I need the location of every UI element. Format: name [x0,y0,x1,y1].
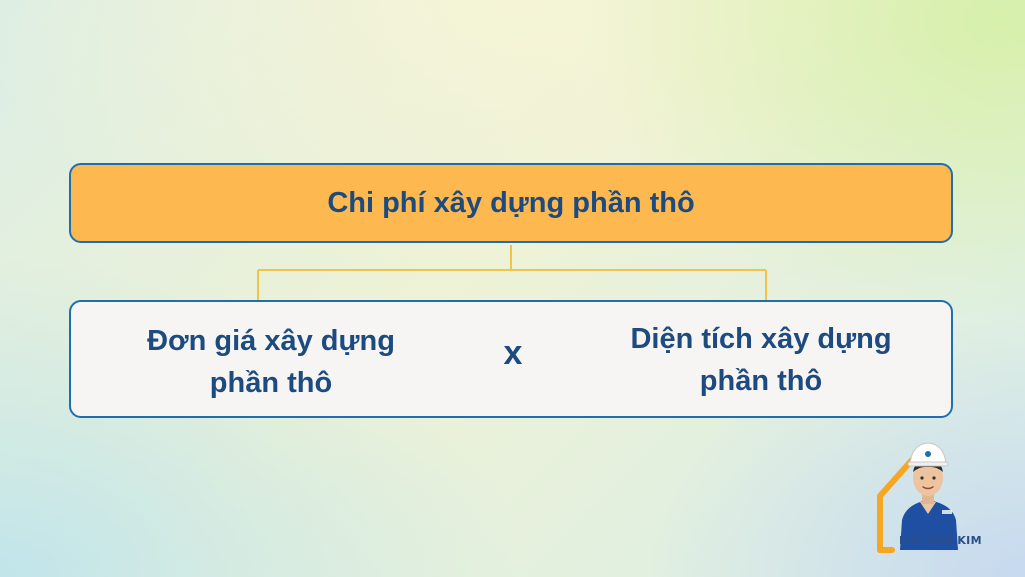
brand-name: HAI SON KIM [899,534,982,547]
area-line1: Diện tích xây dựng [630,323,892,355]
area-line2: phần thô [699,365,823,397]
unit-price-term: Đơn giá xây dựng phần thô [111,320,431,404]
total-cost-box: Chi phí xây dựng phần thô [69,163,953,243]
total-cost-label: Chi phí xây dựng phần thô [327,186,695,219]
unit-price-line2: phần thô [209,367,333,399]
formula-box: Đơn giá xây dựng phần thô x Diện tích xâ… [69,300,953,418]
mascot-logo [877,442,958,553]
unit-price-line1: Đơn giá xây dựng [147,325,395,357]
area-term: Diện tích xây dựng phần thô [591,318,931,402]
multiply-operator: x [503,334,523,372]
